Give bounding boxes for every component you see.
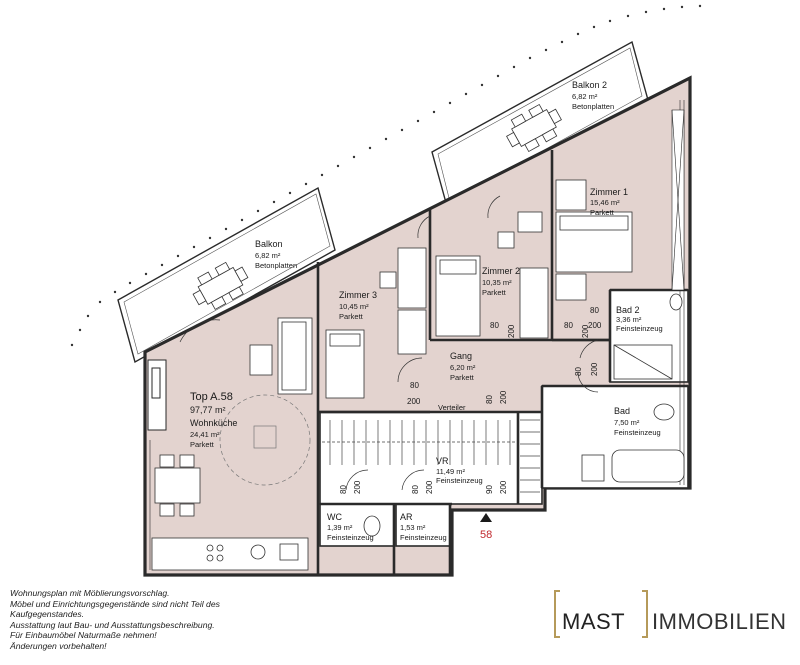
door-4-width: 80 <box>590 306 599 315</box>
wet-areas <box>319 289 689 547</box>
bad2-name: Bad 2 <box>616 305 640 315</box>
door-1-width: 80 <box>410 381 419 390</box>
door-1-height: 200 <box>407 397 421 406</box>
door-5-height: 200 <box>590 362 599 376</box>
zimmer1-name: Zimmer 1 <box>590 187 628 197</box>
property-boundary <box>70 4 702 347</box>
balkon-outline <box>117 186 336 364</box>
vr-floor: Feinsteinzeug <box>436 476 483 485</box>
bad-floor: Feinsteinzeug <box>614 428 661 437</box>
bad-name: Bad <box>614 406 630 416</box>
door-3-height: 200 <box>581 324 590 338</box>
wohnkueche-area: 24,41 m² <box>190 430 220 439</box>
door-dimensions: 80 200 80 200 80 200 80 200 80 200 80 20… <box>339 306 602 494</box>
door-7-height: 200 <box>353 480 362 494</box>
zimmer1-floor: Parkett <box>590 208 615 217</box>
company-logo: MAST IMMOBILIEN <box>554 590 787 638</box>
zimmer3-floor: Parkett <box>339 312 364 321</box>
door-4-height: 200 <box>588 321 602 330</box>
disclaimer: Wohnungsplan mit Möblierungsvorschlag. M… <box>10 588 310 652</box>
apartment-top-label: Top A.58 <box>190 391 233 403</box>
zimmer2-name: Zimmer 2 <box>482 266 520 276</box>
door-3-width: 80 <box>564 321 573 330</box>
verteiler-label: Verteiler <box>438 403 466 412</box>
wohnkueche-name: Wohnküche <box>190 418 237 428</box>
staircase <box>322 419 540 493</box>
wc-floor: Feinsteinzeug <box>327 533 374 542</box>
door-8-height: 200 <box>425 480 434 494</box>
logo-bracket-left <box>554 590 560 638</box>
balkon2-floor: Betonplatten <box>572 102 614 111</box>
zimmer2-area: 10,35 m² <box>482 278 512 287</box>
door-9-height: 200 <box>499 480 508 494</box>
disclaimer-line: Ausstattung laut Bau- und Ausstattungsbe… <box>10 619 215 630</box>
disclaimer-line: Wohnungsplan mit Möblierungsvorschlag. <box>10 588 170 598</box>
balkon2-name: Balkon 2 <box>572 80 607 90</box>
zimmer1-area: 15,46 m² <box>590 198 620 207</box>
entrance-marker: 58 <box>480 513 492 541</box>
balkon-name: Balkon <box>255 239 283 249</box>
room-labels: Top A.58 97,77 m² Wohnküche 24,41 m² Par… <box>190 80 663 542</box>
logo-suffix: IMMOBILIEN <box>652 609 787 634</box>
ar-area: 1,53 m² <box>400 523 426 532</box>
unit-number: 58 <box>480 529 492 541</box>
zimmer2-floor: Parkett <box>482 288 507 297</box>
gang-floor: Parkett <box>450 373 475 382</box>
balkon2-area: 6,82 m² <box>572 92 598 101</box>
ar-floor: Feinsteinzeug <box>400 533 447 542</box>
bad-area: 7,50 m² <box>614 418 640 427</box>
wohnkueche-floor: Parkett <box>190 440 215 449</box>
zimmer3-name: Zimmer 3 <box>339 290 377 300</box>
ar-name: AR <box>400 512 413 522</box>
disclaimer-line: Kaufgegenstandes. <box>10 609 85 620</box>
balkon-area: 6,82 m² <box>255 251 281 260</box>
door-swings <box>179 195 599 491</box>
wc-name: WC <box>327 512 342 522</box>
left-window <box>145 359 167 570</box>
gang-name: Gang <box>450 351 472 361</box>
balkon2-outline <box>431 40 649 212</box>
bad2-area: 3,36 m² <box>616 315 642 324</box>
disclaimer-line: Änderungen vorbehalten! <box>10 640 107 651</box>
logo-bracket-right <box>642 590 648 638</box>
door-5-width: 80 <box>574 367 583 376</box>
right-window <box>671 100 685 485</box>
door-2-height: 200 <box>507 324 516 338</box>
living-rug <box>219 394 311 486</box>
door-8-width: 80 <box>411 485 420 494</box>
gang-area: 6,20 m² <box>450 363 476 372</box>
wc-area: 1,39 m² <box>327 523 353 532</box>
door-6-width: 80 <box>485 395 494 404</box>
door-7-width: 80 <box>339 485 348 494</box>
bad2-floor: Feinsteinzeug <box>616 324 663 333</box>
furniture <box>151 179 685 571</box>
balkon-floor: Betonplatten <box>255 261 297 270</box>
zimmer3-area: 10,45 m² <box>339 302 369 311</box>
vr-name: VR <box>436 456 449 466</box>
door-9-width: 90 <box>485 485 494 494</box>
vr-area: 11,49 m² <box>436 467 466 476</box>
apartment-total-area: 97,77 m² <box>190 405 226 415</box>
door-6-height: 200 <box>499 390 508 404</box>
interior-walls <box>316 150 688 575</box>
disclaimer-line: Für Einbaumöbel Naturmaße nehmen! <box>10 630 157 641</box>
door-2-width: 80 <box>490 321 499 330</box>
logo-brand: MAST <box>562 609 626 634</box>
disclaimer-line: Möbel und Einrichtungsgegenstände sind n… <box>10 598 220 609</box>
